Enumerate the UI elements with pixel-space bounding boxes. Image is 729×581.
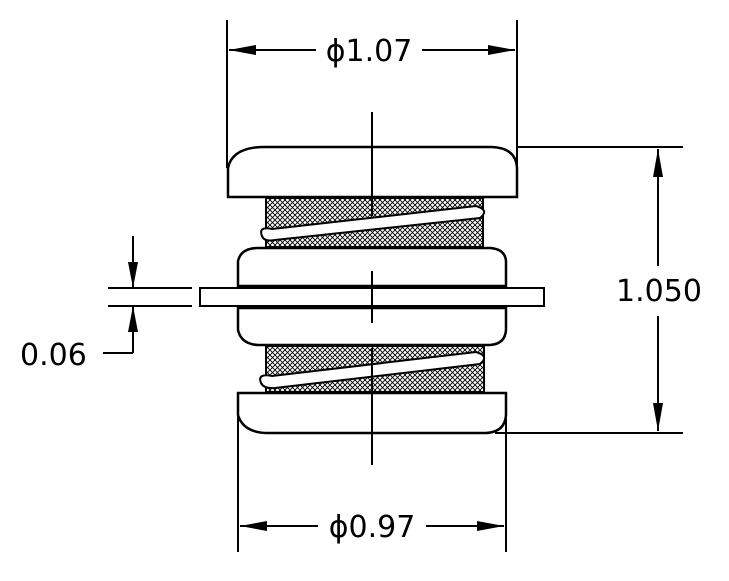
upper-washer <box>236 246 508 288</box>
arrowhead-gap-top <box>128 262 138 288</box>
arrowhead-gap-bottom <box>128 306 138 332</box>
bottom-diameter-label: ϕ0.97 <box>329 510 416 545</box>
top-diameter-label: ϕ1.07 <box>326 34 413 69</box>
arrowhead-left <box>229 45 256 55</box>
arrowhead-bottom <box>653 403 663 431</box>
arrowhead-right <box>488 45 515 55</box>
bottom-diameter-dimension: ϕ0.97 <box>237 415 507 552</box>
arrowhead-top <box>653 149 663 177</box>
height-label: 1.050 <box>616 274 702 309</box>
height-dimension: 1.050 <box>495 146 702 434</box>
top-diameter-dimension: ϕ1.07 <box>226 20 518 168</box>
arrowhead-bottom-right <box>477 521 504 531</box>
gap-dimension: 0.06 <box>20 236 192 373</box>
part-body <box>199 112 545 465</box>
gap-label: 0.06 <box>20 338 87 373</box>
arrowhead-bottom-left <box>240 521 267 531</box>
upper-spring-coil <box>260 204 486 242</box>
lower-washer <box>236 306 508 347</box>
